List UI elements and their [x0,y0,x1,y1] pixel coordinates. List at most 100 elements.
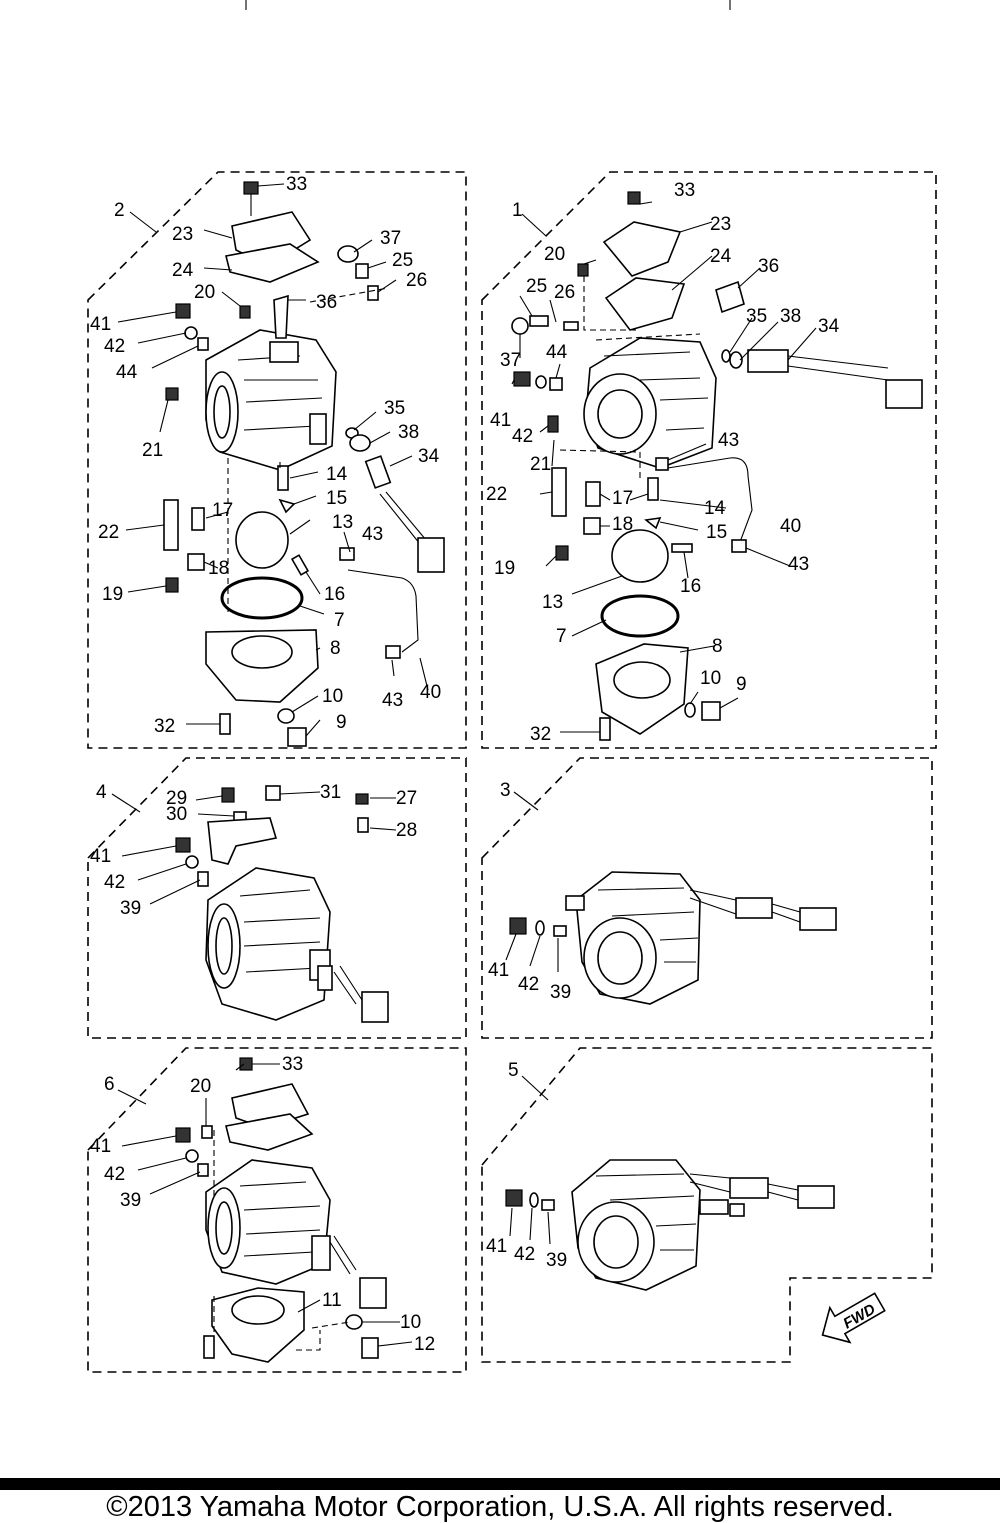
part-20-screw [239,305,251,319]
callout-17: 17 [612,488,633,509]
part-41-plug [513,371,531,387]
callout-11: 11 [322,1290,342,1311]
part-42-oring [535,920,545,936]
part-37-cap [511,317,529,335]
part-15-clip [644,517,662,530]
part-10-washer [277,708,295,724]
callout-8: 8 [712,636,723,657]
callout-29: 29 [166,788,187,809]
callout-41: 41 [90,846,111,867]
connector-4 [361,991,389,1023]
panel-2-number: 2 [114,200,125,221]
part-41-plug [509,917,527,935]
panel-3-number: 3 [500,780,511,801]
callout-24: 24 [172,260,194,281]
callout-34: 34 [818,316,840,337]
part-33-screw [627,191,641,205]
callout-14: 14 [704,498,726,519]
callout-9: 9 [336,712,347,733]
part-39-jet [197,1163,209,1177]
part-39-jet [541,1199,555,1211]
part-40-hose [667,457,753,543]
callout-17: 17 [212,500,233,521]
part-23-cover [602,221,682,277]
callout-39: 39 [550,982,571,1003]
part-31-cap [265,785,281,801]
part-14-needle [647,477,659,501]
part-44-jet [549,377,563,391]
part-42-oring [529,1192,539,1208]
callout-43b: 43 [788,554,809,575]
part-lever [207,817,278,865]
callout-42: 42 [512,426,533,447]
callout-42: 42 [518,974,539,995]
panel-6-number: 6 [104,1074,115,1095]
panel-1-number: 1 [512,200,523,221]
callout-10: 10 [400,1312,421,1333]
part-19-screw [555,545,569,561]
callout-22: 22 [98,522,119,543]
panel-1-frame [481,171,937,749]
part-22-jet [551,467,567,517]
part-41-plug [175,303,191,319]
part-39-jet [553,925,567,937]
callout-32: 32 [154,716,175,737]
callout-20: 20 [544,244,565,265]
carburetor-body-3 [565,871,701,1005]
part-41-plug [175,837,191,853]
callout-34: 34 [418,446,440,467]
part-24-diaphragm [604,277,686,331]
callout-15: 15 [706,522,727,543]
part-screw [203,1335,215,1359]
callout-39: 39 [120,1190,141,1211]
callout-13: 13 [542,592,563,613]
connector-5 [797,1185,835,1209]
part-18-plug [187,553,205,571]
callout-33: 33 [674,180,695,201]
part-25-screw [529,315,549,327]
callout-43: 43 [362,524,383,545]
part-9-plug [701,701,721,721]
part-28-spring [357,817,369,833]
part-7-oring [600,594,680,638]
callout-30: 30 [166,804,187,825]
panel-5-parts: 5 41 42 39 [486,1060,835,1291]
callout-16: 16 [680,576,701,597]
callout-23: 23 [710,214,731,235]
callout-42: 42 [104,1164,125,1185]
callout-19: 19 [494,558,515,579]
part-34-sensor [747,349,923,409]
part-37-cap [337,245,359,263]
callout-35: 35 [384,398,405,419]
copyright-footer: ©2013 Yamaha Motor Corporation, U.S.A. A… [0,1478,1000,1522]
part-diaphragm [225,1113,314,1151]
part-35-oring [721,349,731,363]
part-12-plug [361,1337,379,1359]
callout-38: 38 [780,306,801,327]
callout-42: 42 [104,872,125,893]
part-40-hose [347,569,419,653]
part-15-clip [278,498,296,514]
callout-42: 42 [514,1244,535,1265]
callout-15: 15 [326,488,347,509]
callout-16: 16 [324,584,345,605]
callout-44: 44 [546,342,568,363]
callout-31: 31 [320,782,341,803]
carburetor-body-2 [205,329,337,471]
part-42-oring [184,326,198,340]
part-26-spring [367,285,379,301]
panel-6-frame [87,1047,467,1373]
connector-6 [359,1277,387,1309]
callout-25: 25 [392,250,413,271]
callout-22: 22 [486,484,507,505]
callout-10: 10 [700,668,721,689]
part-41-plug [505,1189,523,1207]
part-42-oring [185,1149,199,1163]
callout-33: 33 [282,1054,303,1075]
part-25-screw [355,263,369,279]
callout-14: 14 [326,464,348,485]
callout-25: 25 [526,276,547,297]
part-18-plug [583,517,601,535]
part-34-sensor [364,455,445,573]
part-9-plug [287,727,307,747]
